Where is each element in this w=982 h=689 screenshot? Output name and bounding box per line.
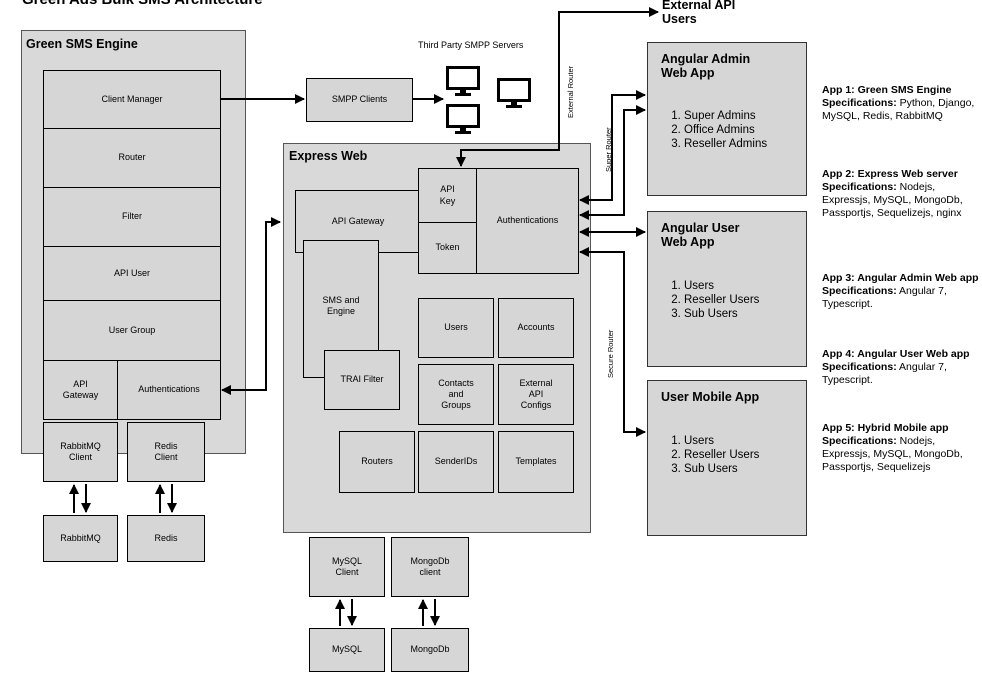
smpp-clients-box: SMPP Clients — [306, 78, 413, 122]
spec-app-2: App 2: Express Web server Specifications… — [822, 168, 980, 220]
express-authentications-box: Authentications — [476, 168, 579, 274]
green-sms-engine-title: Green SMS Engine — [26, 37, 138, 51]
user-mobile-app-container — [647, 380, 807, 536]
users-box: Users — [418, 298, 494, 358]
router-box: Router — [43, 128, 221, 188]
spec-app-5: App 5: Hybrid Mobile app Specifications:… — [822, 422, 980, 474]
list-item: Users — [684, 434, 759, 448]
list-item: Reseller Admins — [684, 137, 767, 151]
user-roles-list: Users Reseller Users Sub Users — [658, 279, 759, 321]
list-item: Reseller Users — [684, 448, 759, 462]
spec-title: App 2: Express Web server — [822, 168, 958, 180]
engine-express-link-arrow — [221, 217, 281, 395]
list-item: Office Admins — [684, 123, 767, 137]
list-item: Users — [684, 279, 759, 293]
super-router-arrow — [579, 105, 646, 220]
external-api-configs-box: External API Configs — [498, 364, 574, 425]
user-mobile-app-title: User Mobile App — [661, 390, 760, 404]
redis-client-box: Redis Client — [127, 422, 205, 482]
spec-title: App 3: Angular Admin Web app — [822, 272, 979, 284]
spec-body: Nodejs, Expressjs, MySQL, MongoDb, Passp… — [822, 435, 963, 474]
spec-heading: Specifications: — [822, 285, 897, 298]
redis-box: Redis — [127, 515, 205, 562]
spec-title: App 1: Green SMS Engine — [822, 84, 952, 96]
spec-body: Angular 7, Typescript. — [822, 361, 947, 387]
rabbitmq-box: RabbitMQ — [43, 515, 118, 562]
secure-router-arrow — [579, 247, 646, 437]
spec-app-4: App 4: Angular User Web app Specificatio… — [822, 348, 980, 387]
mongodb-client-box: MongoDb client — [391, 537, 469, 597]
spec-title: App 4: Angular User Web app — [822, 348, 970, 360]
routers-box: Routers — [339, 431, 415, 493]
spec-heading: Specifications: — [822, 181, 897, 194]
spec-title: App 5: Hybrid Mobile app — [822, 422, 949, 434]
engine-api-gateway-box: API Gateway — [43, 360, 118, 420]
sender-ids-box: SenderIDs — [418, 431, 494, 493]
accounts-box: Accounts — [498, 298, 574, 358]
admin-roles-list: Super Admins Office Admins Reseller Admi… — [658, 109, 767, 151]
list-item: Super Admins — [684, 109, 767, 123]
angular-admin-web-app-title: Angular Admin Web App — [661, 52, 751, 81]
engine-authentications-box: Authentications — [117, 360, 221, 420]
templates-box: Templates — [498, 431, 574, 493]
external-router-arrow — [456, 7, 659, 167]
spec-body: Angular 7, Typescript. — [822, 285, 947, 311]
filter-box: Filter — [43, 187, 221, 247]
list-item: Sub Users — [684, 307, 759, 321]
mongodb-box: MongoDb — [391, 628, 469, 672]
angular-user-web-app-container — [647, 211, 807, 367]
spec-app-3: App 3: Angular Admin Web app Specificati… — [822, 272, 980, 311]
spec-body: Python, Django, MySQL, Redis, RabbitMQ — [822, 97, 975, 123]
spec-body: Nodejs, Expressjs, MySQL, MongoDb, Passp… — [822, 181, 963, 220]
spec-heading: Specifications: — [822, 97, 897, 110]
angular-user-web-app-title: Angular User Web App — [661, 221, 740, 250]
trai-filter-box: TRAI Filter — [324, 350, 400, 410]
spec-heading: Specifications: — [822, 361, 897, 374]
list-item: Reseller Users — [684, 293, 759, 307]
list-item: Sub Users — [684, 462, 759, 476]
express-web-title: Express Web — [289, 149, 368, 163]
contacts-groups-box: Contacts and Groups — [418, 364, 494, 425]
spec-heading: Specifications: — [822, 435, 897, 448]
diagram-title: Green Ads Bulk SMS Architecture — [22, 0, 263, 8]
mobile-roles-list: Users Reseller Users Sub Users — [658, 434, 759, 476]
rabbitmq-client-box: RabbitMQ Client — [43, 422, 118, 482]
user-group-box: User Group — [43, 300, 221, 361]
external-api-users-label: External API Users — [662, 0, 736, 27]
mysql-client-box: MySQL Client — [309, 537, 385, 597]
mysql-box: MySQL — [309, 628, 385, 672]
spec-app-1: App 1: Green SMS Engine Specifications: … — [822, 84, 980, 123]
